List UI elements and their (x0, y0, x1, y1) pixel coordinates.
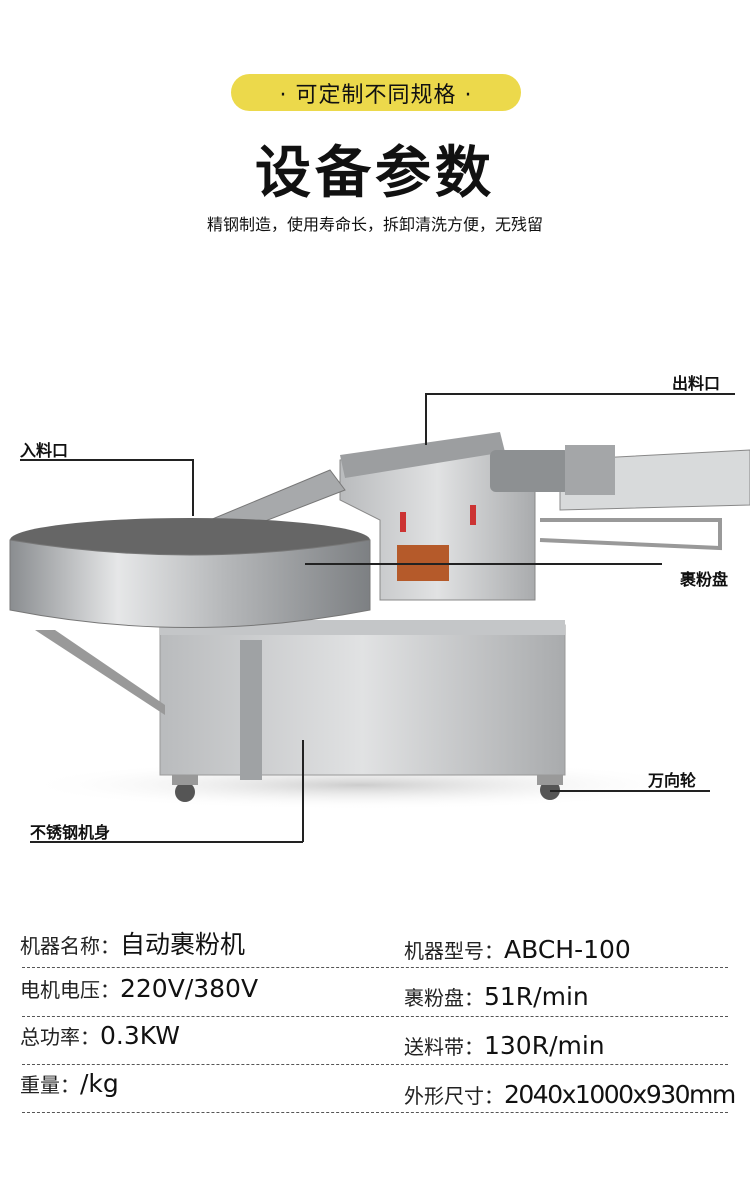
page-title: 设备参数 (255, 141, 495, 206)
body-leader-line (30, 841, 303, 843)
pan-leader-line (305, 563, 662, 565)
caster-leader-line (550, 790, 710, 792)
machine-illustration (9, 432, 750, 810)
spec-belt-speed: 送料带：130R/min (404, 1031, 605, 1060)
spec-weight: 重量：/kg (20, 1069, 119, 1098)
inlet-leader-line-v (192, 459, 194, 516)
page-subtitle: 精钢制造，使用寿命长，拆卸清洗方便，无残留 (206, 215, 543, 234)
body-label: 不锈钢机身 (30, 823, 111, 842)
spec-power: 总功率：0.3KW (20, 1021, 180, 1050)
caster-label: 万向轮 (648, 771, 697, 790)
body-leader-line-v (302, 740, 304, 842)
spec-pan-speed: 裹粉盘：51R/min (404, 982, 589, 1011)
inlet-label: 入料口 (20, 441, 69, 460)
spec-name: 机器名称：自动裹粉机 (20, 930, 246, 959)
spec-dimensions: 外形尺寸：2040x1000x930mm (404, 1080, 736, 1109)
outlet-label: 出料口 (672, 374, 721, 393)
coating-pan-label: 裹粉盘 (680, 570, 729, 589)
outlet-leader-line-v (425, 393, 427, 445)
inlet-leader-line (20, 459, 192, 461)
outlet-leader-line (425, 393, 735, 395)
spec-voltage: 电机电压：220V/380V (20, 974, 259, 1003)
spec-model: 机器型号：ABCH-100 (404, 935, 631, 964)
customization-badge: · 可定制不同规格 · (231, 74, 521, 111)
